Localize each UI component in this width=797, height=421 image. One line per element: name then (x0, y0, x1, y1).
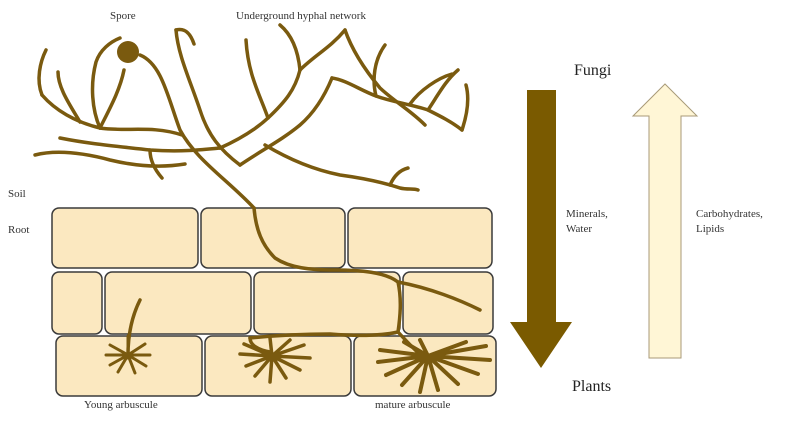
root-cell (403, 272, 493, 334)
plants-label: Plants (572, 378, 611, 396)
root-cell (254, 272, 400, 334)
up-flow-label: Carbohydrates, Lipids (696, 207, 763, 237)
network-label: Underground hyphal network (236, 10, 366, 22)
up-flow-line2: Lipids (696, 222, 763, 237)
soil-label: Soil (8, 188, 26, 200)
down-flow-label: Minerals, Water (566, 207, 608, 237)
arrow-down-icon (510, 90, 572, 368)
spore-icon (117, 41, 139, 63)
young-arbuscule-label: Young arbuscule (84, 399, 158, 411)
fungi-label: Fungi (574, 62, 611, 80)
root-cell (52, 208, 198, 268)
down-flow-line1: Minerals, (566, 207, 608, 222)
up-flow-line1: Carbohydrates, (696, 207, 763, 222)
root-cell (348, 208, 492, 268)
down-flow-line2: Water (566, 222, 608, 237)
root-cell (52, 272, 102, 334)
root-cell (201, 208, 345, 268)
arrow-up-icon (633, 84, 697, 358)
root-cell (105, 272, 251, 334)
spore-label: Spore (110, 10, 136, 22)
mature-arbuscule-label: mature arbuscule (375, 399, 450, 411)
root-label: Root (8, 224, 29, 236)
